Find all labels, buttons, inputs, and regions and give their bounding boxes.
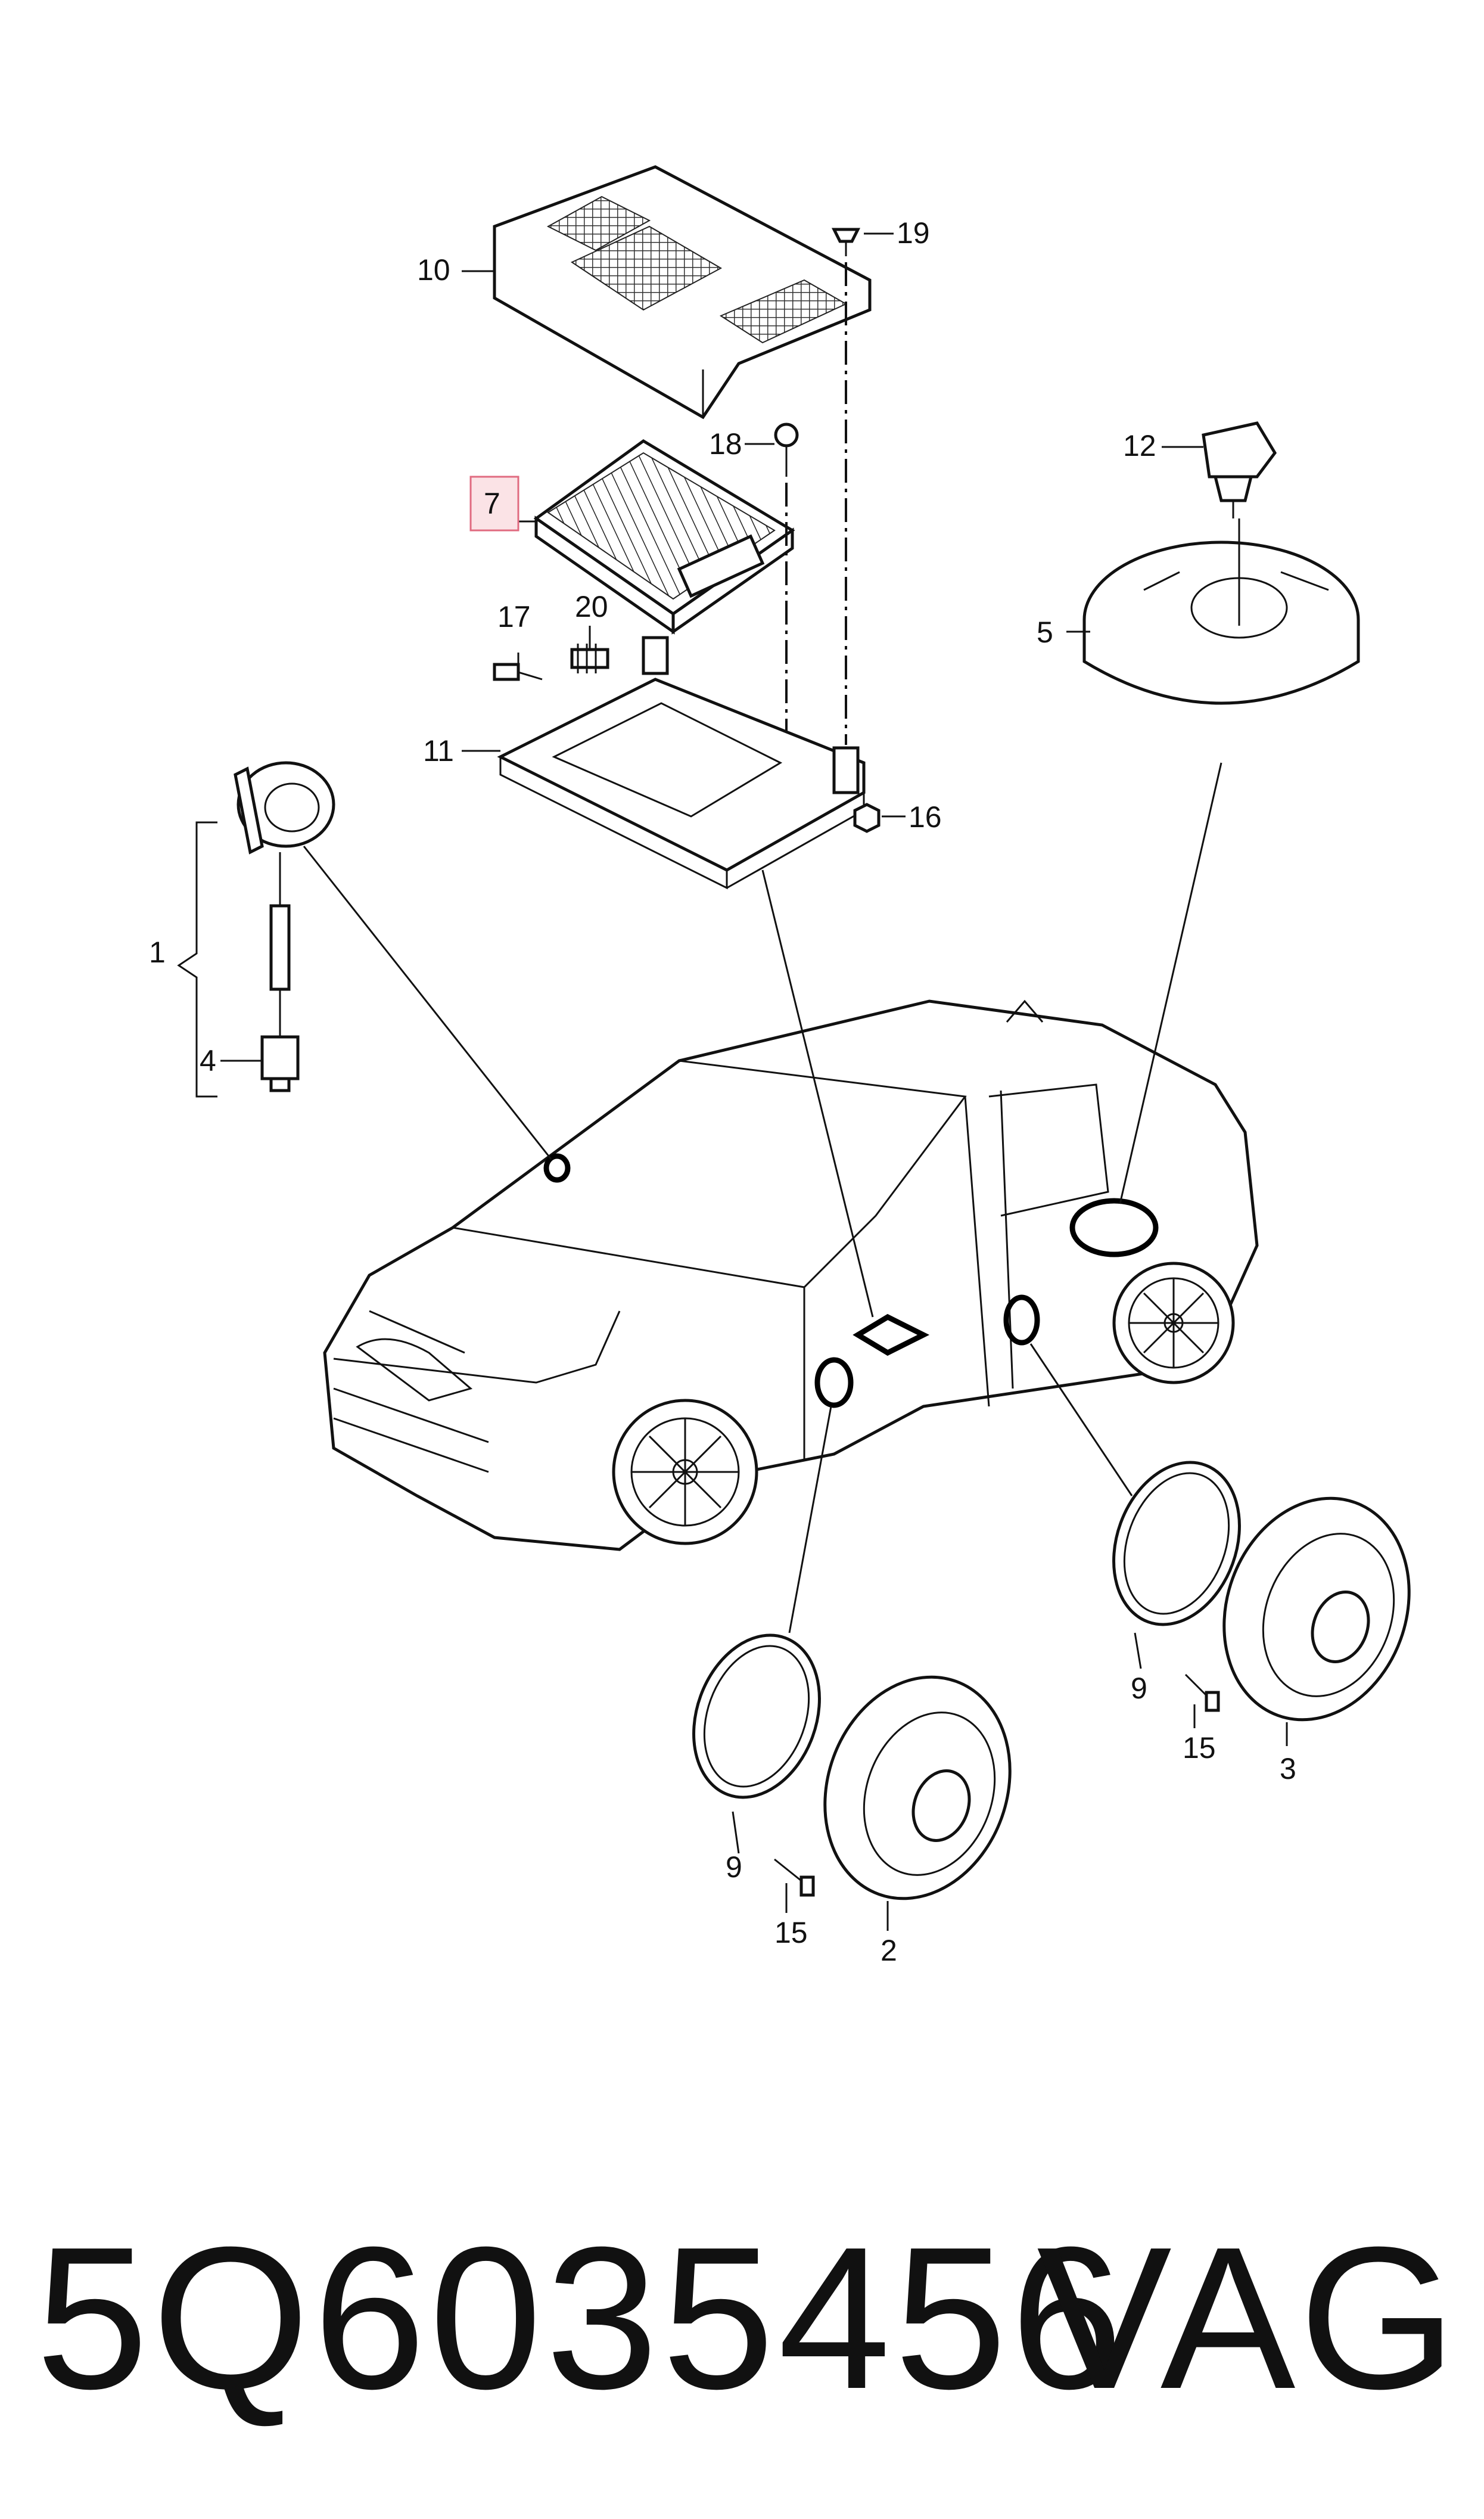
- callout-15-rear: 15: [1183, 1731, 1216, 1765]
- brand-label: VAG: [1037, 2205, 1460, 2431]
- location-ring-amplifier: [853, 1313, 930, 1356]
- callout-19: 19: [897, 216, 930, 250]
- screw-part-18: [774, 423, 799, 769]
- cover-part-10: [493, 165, 872, 420]
- parts-diagram: 10 19 18 7 12 5 17 20 11 16 1 4 9 15 2 9…: [149, 165, 1411, 1967]
- seal-ring-part-9-rear: [1112, 1461, 1241, 1626]
- antenna-part-1: [234, 761, 335, 1037]
- highlighted-callout-box: [469, 476, 519, 532]
- location-ring-subwoofer: [1069, 1198, 1159, 1257]
- speaker-part-2: [823, 1675, 1012, 1900]
- callout-9-front: 9: [726, 1850, 742, 1884]
- callout-20: 20: [575, 590, 608, 623]
- rivet-part-15-rear: [1184, 1673, 1220, 1712]
- group-bracket-1: [177, 821, 217, 1098]
- part-number: 5Q6035456: [36, 2205, 1127, 2431]
- location-ring-front-door-speaker: [814, 1357, 854, 1408]
- callout-18: 18: [709, 427, 742, 461]
- leader-subwoofer: [1119, 762, 1222, 1204]
- leader-rear-speaker: [1029, 1343, 1133, 1496]
- callout-3: 3: [1280, 1752, 1296, 1785]
- bracket-part-11: [497, 636, 866, 890]
- callout-10: 10: [417, 253, 450, 287]
- location-ring-rear-door-speaker: [1003, 1294, 1040, 1346]
- vehicle-outline: [323, 999, 1259, 1551]
- seal-ring-part-9-front: [692, 1633, 821, 1799]
- footer: 5Q6035456 VAG: [0, 2205, 1484, 2455]
- callout-2: 2: [881, 1934, 897, 1967]
- callout-17: 17: [497, 600, 531, 633]
- leader-amplifier: [761, 869, 874, 1318]
- callout-7: 7: [484, 487, 500, 520]
- screw-part-19: [831, 228, 861, 745]
- callout-1: 1: [149, 936, 166, 969]
- connector-part-12: [1202, 421, 1277, 518]
- callout-11: 11: [423, 734, 454, 768]
- leader-front-speaker: [788, 1406, 832, 1633]
- callout-leaders: [220, 232, 1288, 1931]
- screw-part-20: [570, 644, 609, 673]
- callout-12: 12: [1123, 429, 1156, 462]
- nut-part-16: [853, 803, 881, 833]
- location-ring-antenna: [543, 1153, 571, 1183]
- rivet-part-15-front: [774, 1858, 815, 1897]
- callout-9-rear: 9: [1131, 1672, 1147, 1705]
- leader-antenna: [303, 846, 552, 1160]
- bolt-part-17: [493, 663, 543, 681]
- callout-15-front: 15: [774, 1916, 808, 1949]
- callout-4: 4: [200, 1044, 216, 1077]
- callout-16: 16: [909, 800, 942, 834]
- speaker-part-3: [1222, 1496, 1411, 1722]
- amplifier-part-7: [533, 439, 795, 635]
- connector-part-4: [260, 1035, 300, 1092]
- subwoofer-part-5: [1082, 518, 1360, 705]
- callout-5: 5: [1037, 616, 1053, 649]
